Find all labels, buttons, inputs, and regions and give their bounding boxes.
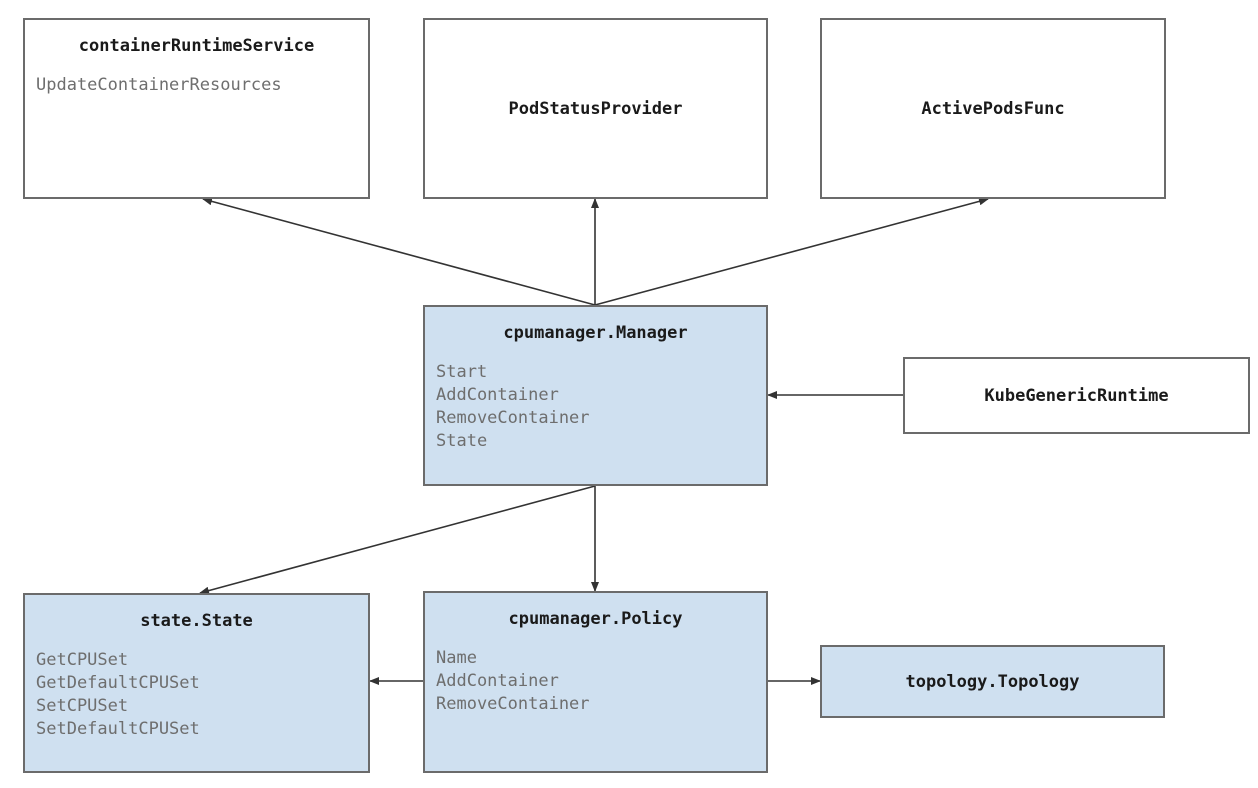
node-title: cpumanager.Policy bbox=[508, 609, 683, 629]
node-podStatusProvider[interactable]: PodStatusProvider bbox=[423, 18, 768, 199]
edge-manager-to-containerRuntimeService bbox=[202, 197, 596, 306]
node-method: AddContainer bbox=[436, 385, 559, 405]
node-title: PodStatusProvider bbox=[508, 98, 683, 119]
node-title: ActivePodsFunc bbox=[921, 98, 1065, 119]
edge-manager-to-activePodsFunc bbox=[594, 197, 989, 306]
node-method: GetDefaultCPUSet bbox=[36, 673, 200, 693]
node-title: KubeGenericRuntime bbox=[984, 385, 1169, 406]
node-activePodsFunc[interactable]: ActivePodsFunc bbox=[820, 18, 1166, 199]
node-method: State bbox=[436, 431, 488, 451]
node-method: RemoveContainer bbox=[436, 694, 590, 714]
node-method: SetDefaultCPUSet bbox=[36, 719, 200, 739]
node-topologyTopology[interactable]: topology.Topology bbox=[820, 645, 1165, 718]
node-title: cpumanager.Manager bbox=[503, 323, 688, 343]
node-title: topology.Topology bbox=[905, 671, 1080, 692]
node-title: state.State bbox=[140, 611, 253, 631]
node-method: GetCPUSet bbox=[36, 650, 129, 670]
node-kubeGenericRuntime[interactable]: KubeGenericRuntime bbox=[903, 357, 1250, 434]
node-method: Name bbox=[436, 648, 477, 668]
node-method: Start bbox=[436, 362, 488, 382]
edge-manager-to-stateState bbox=[199, 485, 596, 595]
node-method: AddContainer bbox=[436, 671, 559, 691]
node-method-list: UpdateContainerResources bbox=[36, 74, 368, 97]
node-method: SetCPUSet bbox=[36, 696, 129, 716]
node-title: containerRuntimeService bbox=[78, 36, 315, 56]
node-method: UpdateContainerResources bbox=[36, 75, 282, 95]
node-method: RemoveContainer bbox=[436, 408, 590, 428]
